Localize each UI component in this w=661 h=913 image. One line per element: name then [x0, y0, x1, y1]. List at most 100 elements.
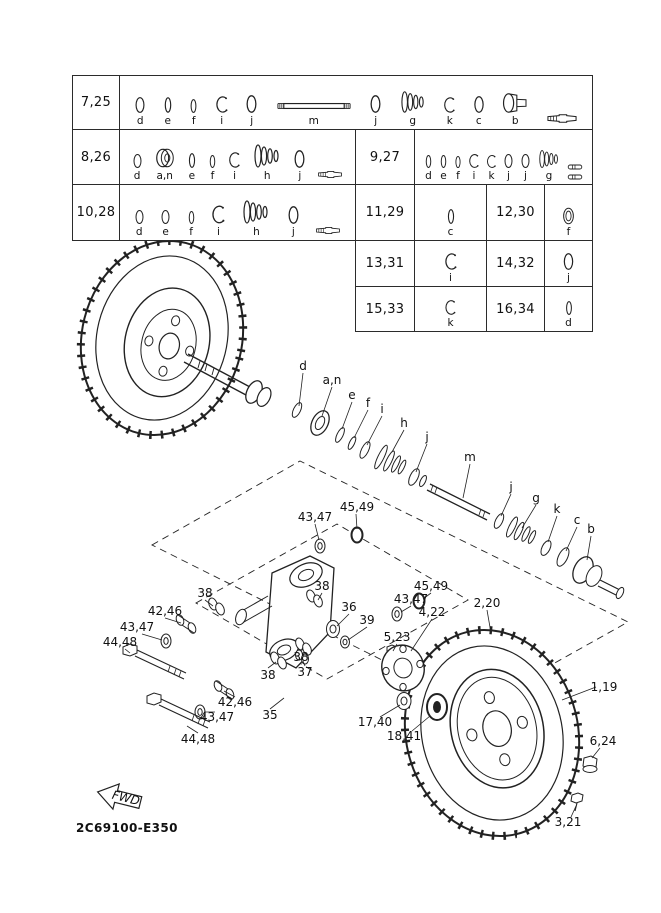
- ref-label: 12,30: [496, 205, 535, 220]
- left-wheel: [76, 236, 248, 440]
- part-letter: e: [188, 169, 196, 182]
- snap-ring-icon: [287, 205, 300, 225]
- collars: [175, 614, 235, 700]
- callout-1-19: 1,19: [591, 680, 618, 694]
- part-letter: h: [263, 169, 271, 182]
- circlip-icon: [215, 95, 229, 114]
- part-item: f: [189, 98, 198, 127]
- part-letter: i: [449, 271, 452, 284]
- ref-label: 11,29: [365, 205, 405, 220]
- part-item: j: [562, 252, 575, 284]
- callout-j: j: [424, 430, 428, 444]
- seals: [350, 526, 426, 610]
- callout-42-46-a: 42,46: [148, 604, 182, 618]
- diagram-code: 2C69100-E350: [76, 821, 178, 835]
- part-letter: b: [511, 114, 519, 127]
- washer-icon: [439, 154, 448, 169]
- callout-42-46-b: 42,46: [218, 695, 252, 709]
- callout-b: b: [587, 522, 595, 536]
- callout-38-b: 38: [314, 579, 329, 593]
- part-letter: f: [566, 225, 571, 238]
- callout-43-47-c: 43,47: [200, 710, 234, 724]
- part-item: c: [446, 208, 456, 238]
- snap-ring-icon: [134, 209, 145, 225]
- callout-an: a,n: [323, 373, 342, 387]
- snap-ring-icon: [520, 153, 531, 169]
- table-parts-16-34: d: [544, 286, 593, 332]
- washer-icon: [187, 210, 196, 225]
- rear-axle-assembly: [291, 402, 625, 600]
- part-item: j: [287, 205, 300, 238]
- part-letter: f: [456, 169, 460, 182]
- part-letter: g: [409, 114, 417, 127]
- cv-boot-icon: [241, 199, 271, 225]
- ref-label: 8,26: [80, 149, 112, 165]
- washer-icon: [163, 96, 173, 114]
- ref-label: 9,27: [369, 149, 401, 165]
- part-letter: d: [565, 316, 572, 329]
- axle-shaft-icon: [275, 98, 353, 114]
- callout-38-d: 38: [293, 650, 308, 664]
- part-letter: c: [475, 114, 482, 127]
- callout-c: c: [574, 513, 581, 527]
- part-item: j: [503, 153, 514, 182]
- part-item: f: [187, 210, 196, 238]
- washer-icon: [189, 98, 198, 114]
- rear-hub: [381, 644, 448, 721]
- fwd-arrow: FWD: [96, 782, 143, 811]
- callout-j2: j: [508, 480, 512, 494]
- part-letter: d: [425, 169, 432, 182]
- callout-2-20: 2,20: [474, 596, 501, 610]
- callout-43-47-a: 43,47: [298, 510, 332, 524]
- part-item: j: [520, 153, 531, 182]
- callout-6-24: 6,24: [590, 734, 617, 748]
- washer-icon: [562, 207, 575, 225]
- callout-d: d: [299, 359, 307, 373]
- table-parts-11-29: c: [414, 184, 487, 241]
- part-letter: e: [164, 114, 171, 127]
- table-ref-12-30: 12,30: [486, 184, 545, 241]
- number-callouts: 43,47 45,49 38 38 38 38 42,46 43,47 44,4…: [103, 500, 618, 829]
- cv-joint-icon: [501, 92, 529, 114]
- part-item: f: [562, 207, 575, 238]
- part-item: i: [211, 204, 226, 238]
- right-fasteners: [570, 755, 598, 812]
- part-letter: f: [191, 114, 196, 127]
- part-item: m: [275, 98, 353, 127]
- stub-shaft-icon: [315, 224, 341, 237]
- part-letter: a,n: [156, 169, 173, 182]
- part-letter: j: [291, 225, 295, 238]
- part-item: h: [241, 199, 271, 238]
- circlip-icon: [443, 96, 456, 114]
- part-item: d: [424, 154, 433, 182]
- part-item: i: [468, 153, 480, 182]
- table-ref-7-25: 7,25: [72, 75, 120, 130]
- callout-45-49-a: 45,49: [340, 500, 374, 514]
- circlip-icon: [468, 153, 480, 169]
- snap-ring-icon: [473, 95, 485, 114]
- table-ref-16-34: 16,34: [486, 286, 545, 332]
- washer-icon: [424, 154, 433, 169]
- bushings: [208, 589, 323, 670]
- washer-icon: [187, 152, 197, 169]
- callout-38-c: 38: [260, 668, 275, 682]
- part-item: e: [163, 96, 173, 127]
- part-item: g: [537, 149, 561, 182]
- part-letter: g: [545, 169, 553, 182]
- part-letter: i: [220, 114, 224, 127]
- table-ref-14-32: 14,32: [486, 240, 545, 287]
- snap-ring-icon: [134, 96, 146, 114]
- table-parts-15-33: k: [414, 286, 487, 332]
- callout-36: 36: [341, 600, 356, 614]
- part-item: [546, 111, 578, 126]
- part-item: f: [208, 154, 217, 182]
- part-item: k: [444, 299, 457, 329]
- callout-43-47-b: 43,47: [120, 620, 154, 634]
- part-letter: d: [135, 225, 143, 238]
- snap-ring-icon: [562, 252, 575, 271]
- part-letter: e: [162, 225, 169, 238]
- part-item: j: [245, 94, 258, 127]
- part-letter: h: [253, 225, 260, 238]
